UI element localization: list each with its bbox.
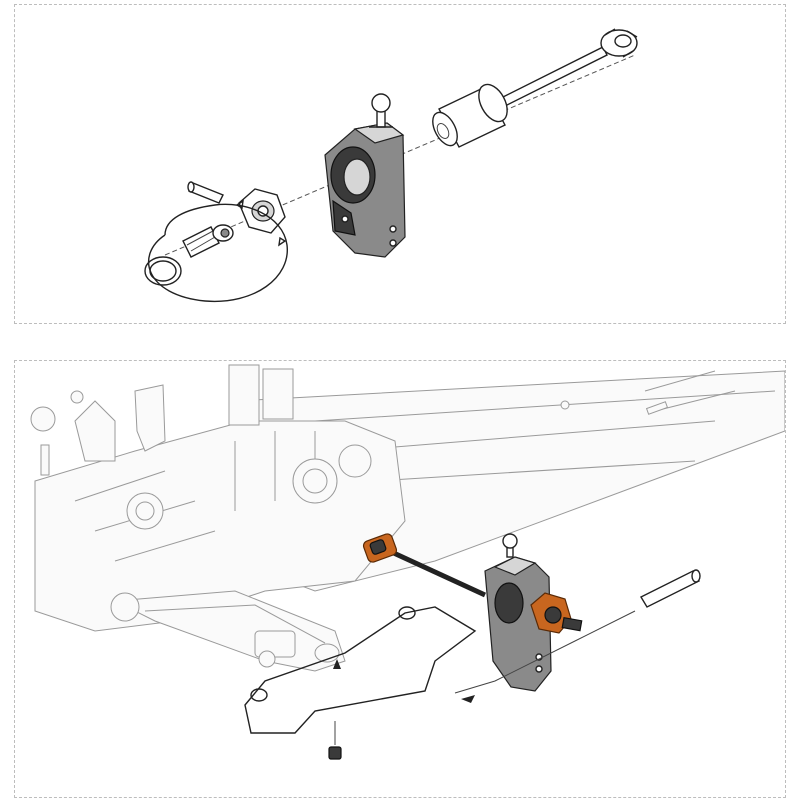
pin — [187, 181, 224, 204]
ball-stud — [502, 533, 518, 549]
drive-shaft — [494, 28, 638, 110]
arrow-icon — [278, 236, 287, 247]
arrow-icon — [461, 695, 475, 703]
drive-shaft-end — [362, 533, 398, 563]
hex-hub — [238, 188, 286, 234]
ball-stud — [369, 93, 393, 128]
exploded-view-panel — [14, 4, 786, 324]
drive-shaft — [362, 533, 487, 598]
callout-outline — [148, 203, 288, 303]
assembly-view-diagram — [30, 364, 785, 760]
callout-outline — [244, 606, 477, 734]
suspension-arm — [110, 590, 346, 672]
assembly-axis-line — [164, 54, 636, 256]
drive-cup — [432, 83, 508, 148]
hinge-pin — [640, 569, 701, 608]
assembly-view-panel — [14, 360, 786, 798]
chassis — [30, 364, 785, 632]
hub-carrier — [484, 533, 583, 692]
exploded-view-diagram — [144, 28, 638, 303]
axle-screw — [182, 224, 234, 258]
arrow-icon — [333, 659, 341, 669]
drive-shaft-end — [600, 28, 638, 58]
hub-carrier — [324, 93, 406, 258]
arrow-icon — [235, 199, 244, 210]
leader-line — [454, 610, 636, 694]
grub-screw — [328, 746, 342, 760]
